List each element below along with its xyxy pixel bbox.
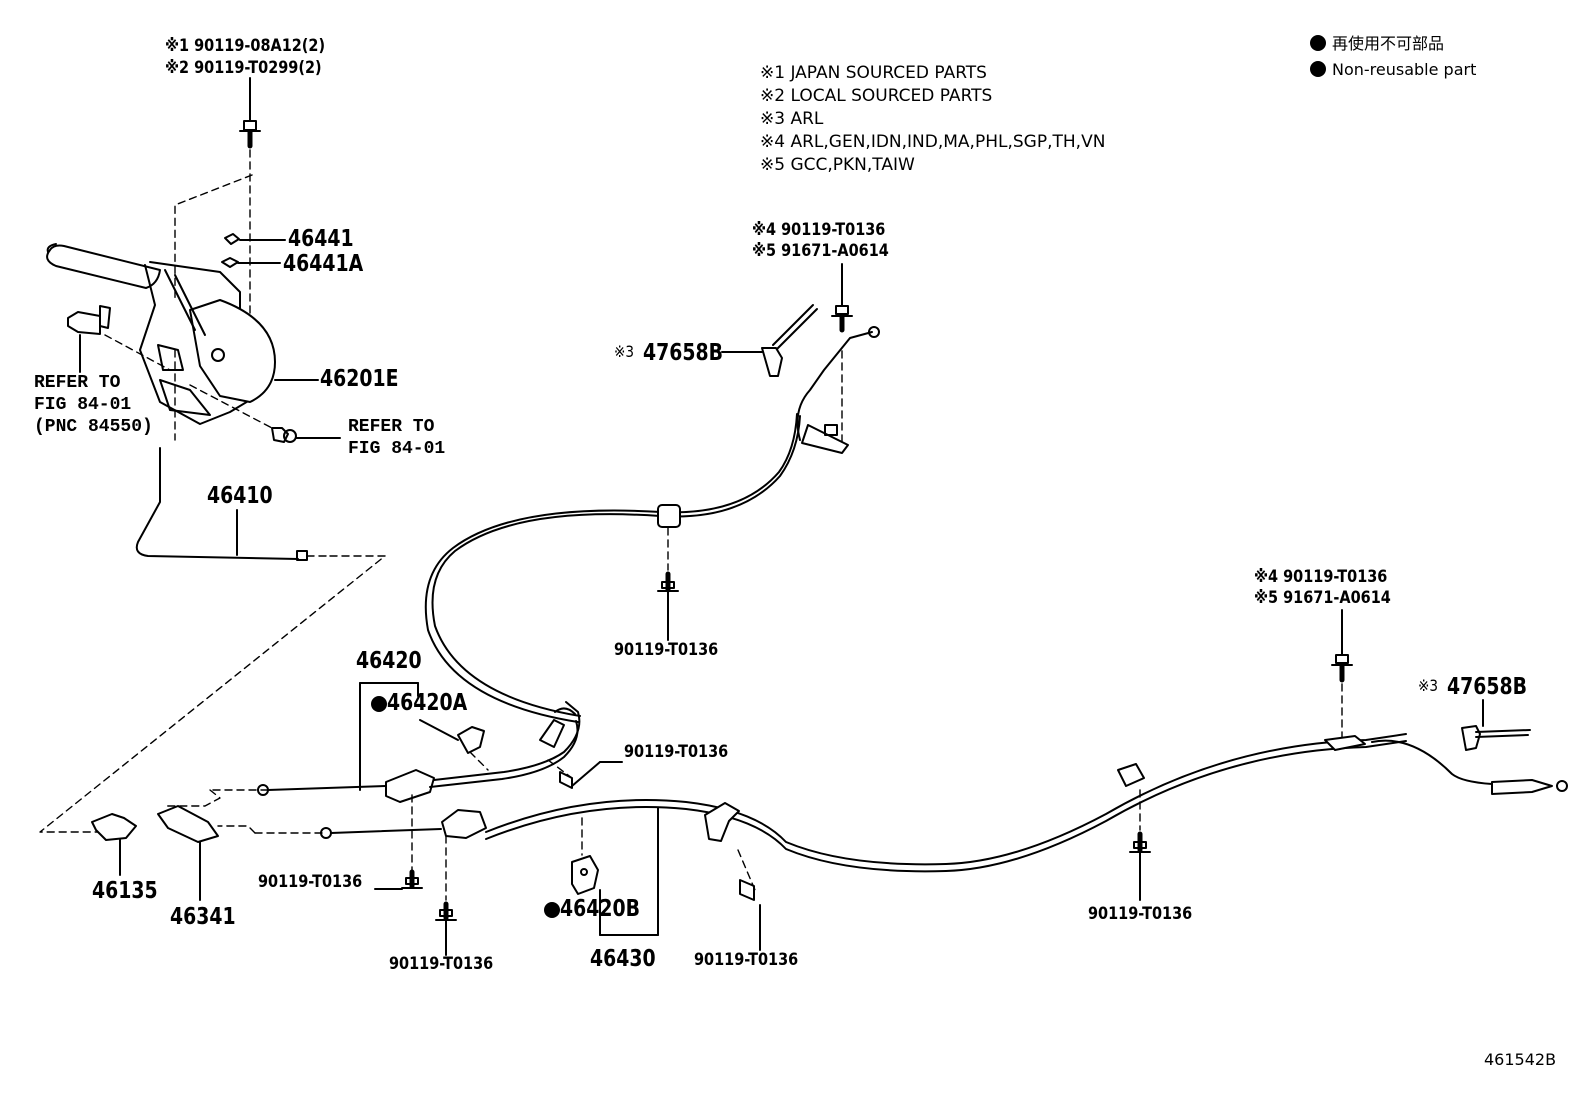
part-label-46201e[interactable]: 46201E <box>320 366 399 392</box>
part-number: 47658B <box>1446 674 1527 700</box>
screw-icon <box>189 384 341 443</box>
clip-icon <box>91 813 137 876</box>
note-line: ※3 ARL <box>760 109 824 129</box>
clip-icon <box>1461 699 1531 751</box>
part-label-47658b[interactable]: ※3 47658B <box>1418 676 1544 699</box>
part-number: 46420B <box>560 896 641 922</box>
legend-text: 再使用不可部品 <box>1332 34 1445 53</box>
bolt-label-japan: ※1 90119-08A12(2) <box>165 36 326 56</box>
notes-block: ※1 JAPAN SOURCED PARTS ※2 LOCAL SOURCED … <box>760 62 1105 177</box>
bolt-label-arl: ※4 90119-T0136 <box>1254 567 1388 587</box>
part-label-46341[interactable]: 46341 <box>170 904 236 930</box>
bolt-icon <box>1324 609 1366 751</box>
refer-to-fig-label[interactable]: REFER TO FIG 84-01 (PNC 84550) <box>34 373 153 437</box>
refer-to-fig-label[interactable]: REFER TO FIG 84-01 <box>348 417 446 459</box>
non-reusable-icon <box>1310 35 1326 51</box>
part-label-90119-t0136[interactable]: 90119-T0136 <box>1088 904 1193 924</box>
bolt-label-local: ※2 90119-T0299(2) <box>165 58 322 78</box>
non-reusable-icon <box>1310 61 1326 77</box>
part-label-46410[interactable]: 46410 <box>207 483 273 509</box>
switch-icon <box>67 305 171 373</box>
bracket-icon <box>157 805 219 901</box>
non-reusable-icon <box>544 902 560 918</box>
part-label-90119-t0136[interactable]: 90119-T0136 <box>258 872 363 892</box>
part-label-90119-t0136[interactable]: 90119-T0136 <box>624 742 729 762</box>
bolt-icon <box>1129 831 1151 901</box>
bolt-icon <box>239 77 261 149</box>
part-label-47658b[interactable]: ※3 47658B <box>614 342 740 365</box>
legend-non-reusable-en: Non-reusable part <box>1310 61 1476 78</box>
non-reusable-icon <box>371 696 387 712</box>
part-label-46441a[interactable]: 46441A <box>283 251 364 277</box>
bracket-icon <box>571 855 599 895</box>
part-label-90119-t0136[interactable]: 90119-T0136 <box>389 954 494 974</box>
bolt-label-arl: ※4 90119-T0136 <box>752 220 886 240</box>
note-line: ※1 JAPAN SOURCED PARTS <box>760 63 987 83</box>
bolt-icon <box>831 263 853 333</box>
clip-icon <box>1117 763 1145 831</box>
cable-upper-icon <box>424 326 880 723</box>
part-label-46135[interactable]: 46135 <box>92 878 158 904</box>
bolt-label-gcc: ※5 91671-A0614 <box>1254 588 1391 608</box>
front-cable-icon <box>39 447 386 833</box>
nut-icon <box>221 233 286 268</box>
illustration-number: 461542B <box>1484 1050 1557 1069</box>
cable-46430-icon <box>217 733 1568 936</box>
part-number: 46420A <box>387 690 468 716</box>
part-number: 47658B <box>642 340 723 366</box>
part-label-46420a[interactable]: 46420A <box>371 692 485 715</box>
part-label-46441[interactable]: 46441 <box>288 226 354 252</box>
lever-assembly-icon <box>46 243 319 425</box>
cable-46420-icon <box>164 682 581 871</box>
bolt-icon <box>657 571 679 641</box>
note-mark: ※3 <box>614 342 635 361</box>
part-label-90119-t0136[interactable]: 90119-T0136 <box>614 640 719 660</box>
part-label-46420[interactable]: 46420 <box>356 648 422 674</box>
part-label-46420b[interactable]: 46420B <box>544 898 658 921</box>
note-mark: ※3 <box>1418 676 1439 695</box>
part-label-90119-t0136[interactable]: 90119-T0136 <box>694 950 799 970</box>
bolt-icon <box>547 759 623 789</box>
clip-icon <box>704 802 761 951</box>
clip-icon <box>419 719 489 771</box>
note-line: ※5 GCC,PKN,TAIW <box>760 155 915 175</box>
part-label-46430[interactable]: 46430 <box>590 946 656 972</box>
bolt-icon <box>374 869 423 890</box>
bolt-label-gcc: ※5 91671-A0614 <box>752 241 889 261</box>
note-line: ※2 LOCAL SOURCED PARTS <box>760 86 993 106</box>
legend-non-reusable-jp: 再使用不可部品 <box>1310 35 1444 52</box>
clip-icon <box>721 304 818 377</box>
note-line: ※4 ARL,GEN,IDN,IND,MA,PHL,SGP,TH,VN <box>760 132 1106 152</box>
legend-text: Non-reusable part <box>1332 60 1477 79</box>
bolt-icon <box>435 901 457 956</box>
